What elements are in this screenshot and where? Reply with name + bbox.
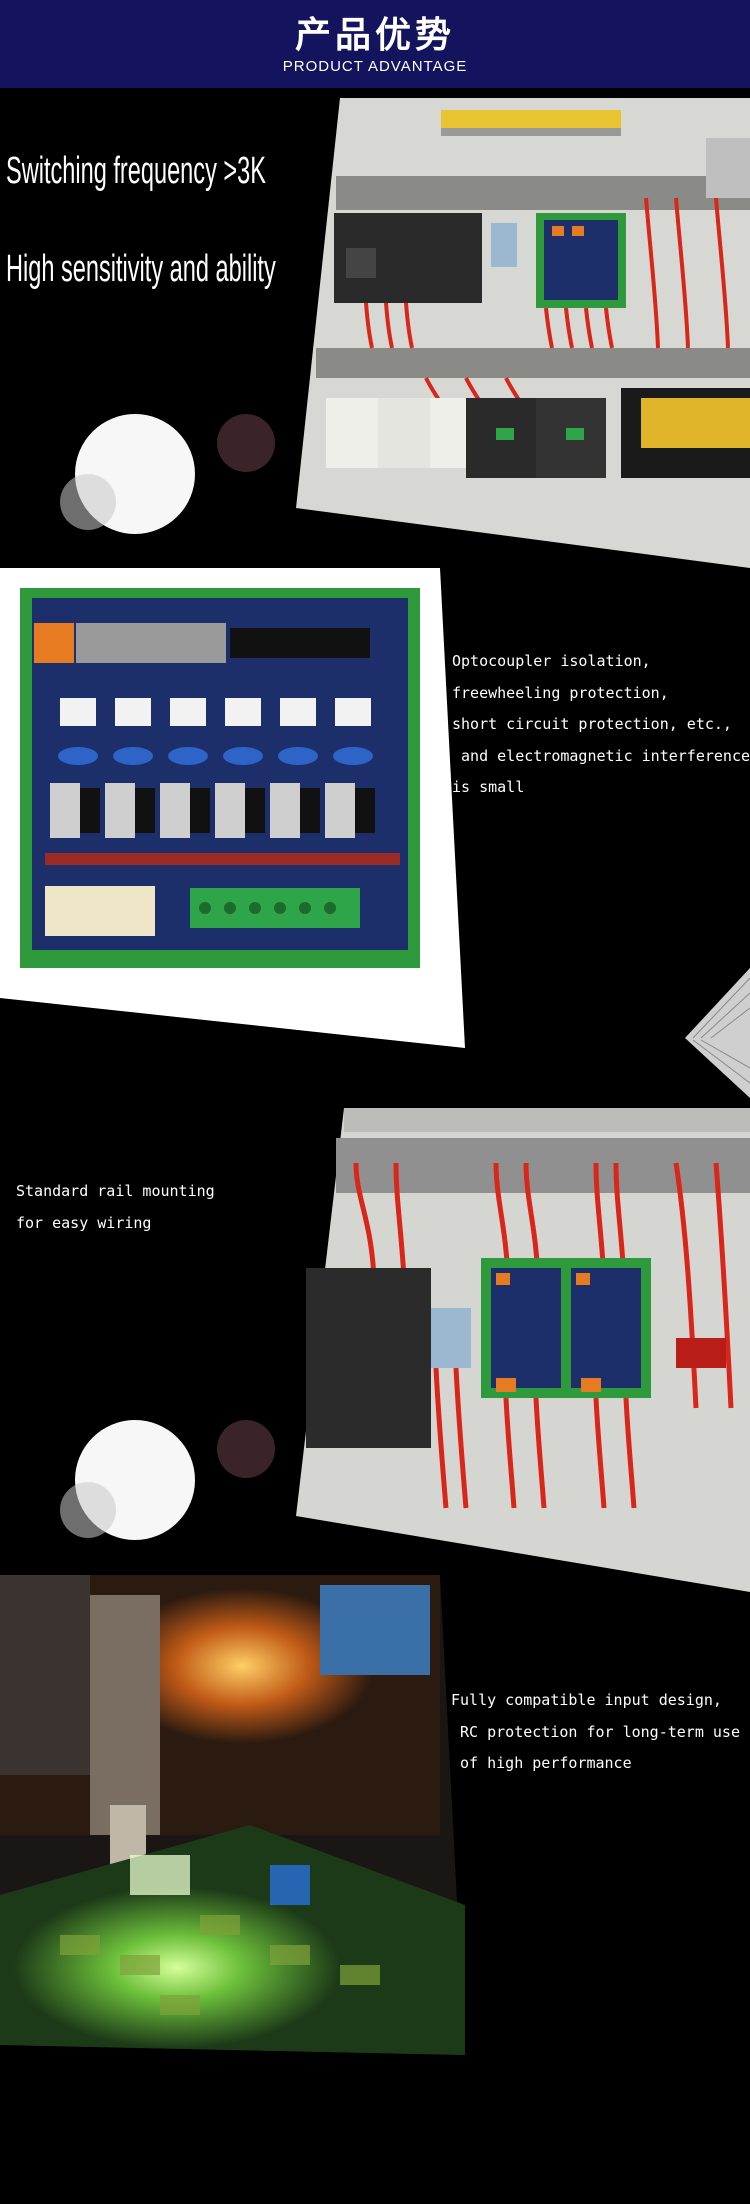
- header-title-en: PRODUCT ADVANTAGE: [282, 58, 468, 75]
- control-cabinet-photo: [296, 98, 750, 568]
- caption-line: and electromagnetic interference: [452, 746, 750, 765]
- caption-line: Optocoupler isolation,: [452, 652, 651, 670]
- headline-switching-frequency: Switching frequency >3K: [6, 150, 266, 192]
- decor-circle-dark: [217, 1420, 275, 1478]
- caption-line: Fully compatible input design,: [451, 1691, 722, 1709]
- rc-protection-caption: Fully compatible input design, RC protec…: [451, 1685, 740, 1780]
- page-header: 产品优势 PRODUCT ADVANTAGE: [0, 0, 750, 88]
- header-title-cn: 产品优势: [294, 15, 455, 56]
- pcb-manufacturing-photo: [0, 1575, 465, 2055]
- decor-fan-shape: [685, 968, 750, 1098]
- section-rc-protection: Fully compatible input design, RC protec…: [0, 1575, 750, 2204]
- decor-circle-small: [60, 1482, 116, 1538]
- relay-board-photo: [0, 568, 465, 1048]
- decor-circle-small: [60, 474, 116, 530]
- caption-line: is small: [452, 778, 525, 796]
- caption-line: of high performance: [451, 1754, 632, 1772]
- caption-line: Standard rail mounting: [16, 1182, 215, 1200]
- section-rail-mounting: Standard rail mounting for easy wiring: [0, 1100, 750, 1592]
- caption-line: freewheeling protection,: [452, 683, 669, 702]
- caption-line: short circuit protection, etc.,: [452, 715, 732, 733]
- rail-mounting-caption: Standard rail mounting for easy wiring: [16, 1176, 215, 1239]
- decor-circle-dark: [217, 414, 275, 472]
- caption-line: for easy wiring: [16, 1213, 152, 1232]
- section-switching-frequency: Switching frequency >3K High sensitivity…: [0, 88, 750, 568]
- optocoupler-caption: Optocoupler isolation, freewheeling prot…: [452, 646, 750, 804]
- rail-mounted-modules-photo: [296, 1108, 750, 1592]
- section-optocoupler: Optocoupler isolation, freewheeling prot…: [0, 558, 750, 1098]
- headline-sensitivity: High sensitivity and ability: [6, 248, 276, 290]
- caption-line: RC protection for long-term use: [451, 1722, 740, 1741]
